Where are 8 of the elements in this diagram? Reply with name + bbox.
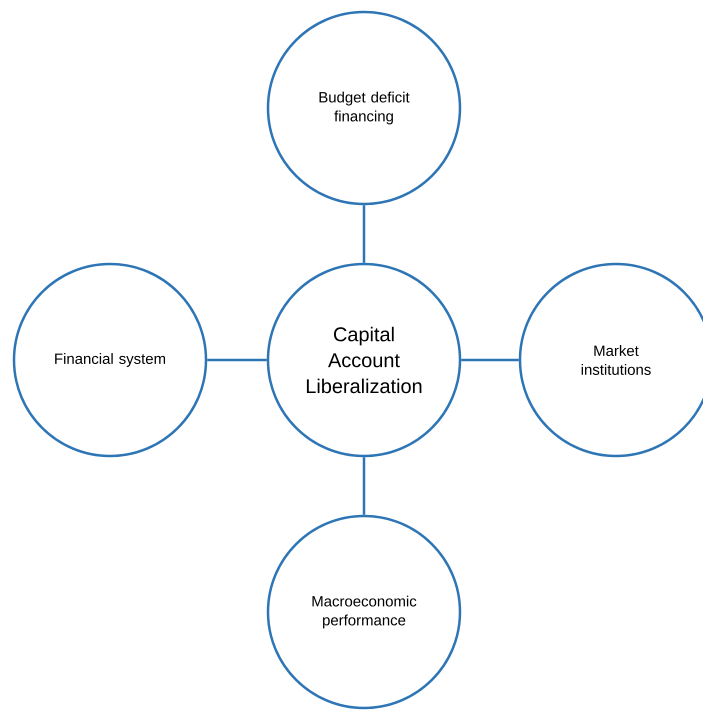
circle-node: Financial system: [12, 262, 208, 458]
connector-line: [362, 457, 366, 515]
connector-line: [207, 358, 267, 362]
circle-node: Capital Account Liberalization: [266, 262, 462, 458]
circle-node: Budget deficit financing: [266, 10, 462, 206]
connector-line: [362, 205, 366, 263]
circle-node: Macroeconomic performance: [266, 514, 462, 710]
connector-line: [461, 358, 519, 362]
